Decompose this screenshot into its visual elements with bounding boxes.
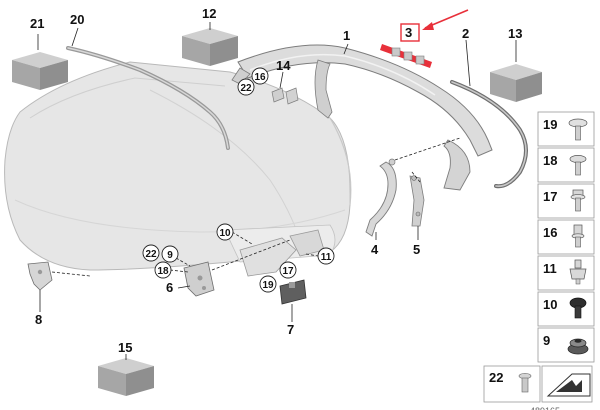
- threaded-stud-icon: [571, 224, 585, 248]
- svg-text:10: 10: [219, 228, 231, 239]
- clip-nut-icon: [569, 259, 587, 285]
- sidebar-number: 16: [543, 225, 557, 240]
- part-14-clips: [271, 87, 299, 105]
- legend-number: 22: [489, 370, 503, 385]
- hex-bolt-icon: [570, 189, 586, 212]
- sidebar-number: 11: [543, 261, 557, 276]
- box-part-12: [182, 28, 238, 66]
- svg-text:11: 11: [321, 252, 332, 263]
- part-5-bracket: [409, 175, 425, 227]
- callout-13: 13: [508, 26, 522, 41]
- circled-callout-22b: 22: [142, 244, 160, 262]
- rear-pillar-bracket: [443, 139, 471, 191]
- circled-callouts: 22 16 10 11 22 9 18 17: [142, 67, 335, 293]
- callout-4: 4: [371, 242, 379, 257]
- box-part-21: [12, 52, 68, 90]
- sidebar-number: 9: [543, 333, 550, 348]
- sidebar-cell-17: 17: [537, 183, 595, 219]
- side-seal-strip: [450, 80, 528, 189]
- svg-text:18: 18: [157, 266, 169, 277]
- sidebar-cell-11: 11: [537, 255, 595, 291]
- sidebar-number: 10: [543, 297, 557, 312]
- callout-14: 14: [276, 58, 291, 73]
- callout-3-boxed: 3: [400, 23, 420, 42]
- circled-callout-10: 10: [216, 223, 234, 241]
- pin-icon: [518, 373, 532, 393]
- legend-panel: 22: [483, 365, 593, 403]
- circled-callout-16a: 16: [251, 67, 269, 85]
- sidebar-number: 19: [543, 117, 557, 132]
- expansion-rivet-icon: [569, 297, 587, 319]
- callout-15: 15: [118, 340, 132, 355]
- front-bow-frame: [231, 44, 493, 157]
- callout-20: 20: [70, 12, 84, 27]
- sidebar-number: 18: [543, 153, 557, 168]
- circled-callout-18: 18: [154, 261, 172, 279]
- callout-2: 2: [462, 26, 469, 41]
- circled-callout-11: 11: [317, 247, 335, 265]
- diagram-code: 489165: [530, 406, 560, 410]
- sidebar-cell-16: 16: [537, 219, 595, 255]
- svg-text:9: 9: [167, 250, 173, 261]
- sidebar-number: 17: [543, 189, 557, 204]
- fastener-sidebar: 19 18 17 16 11: [537, 111, 595, 363]
- svg-text:3: 3: [405, 25, 412, 40]
- callout-5: 5: [413, 242, 420, 257]
- callout-1: 1: [343, 28, 350, 43]
- grommet-icon: [567, 338, 589, 355]
- sidebar-cell-19: 19: [537, 111, 595, 147]
- part-6-hinge: [183, 261, 215, 297]
- sheet-arrow-icon: [546, 373, 591, 397]
- svg-text:17: 17: [282, 266, 294, 277]
- callout-21: 21: [30, 16, 44, 31]
- part-4-arm: [365, 158, 397, 237]
- callout-6: 6: [166, 280, 173, 295]
- part-8-latch: [27, 261, 53, 291]
- callout-12: 12: [202, 6, 216, 21]
- sidebar-cell-18: 18: [537, 147, 595, 183]
- circled-callout-19: 19: [259, 275, 277, 293]
- callout-8: 8: [35, 312, 42, 327]
- circled-callout-9: 9: [161, 245, 179, 263]
- callout-7: 7: [287, 322, 294, 337]
- svg-text:19: 19: [262, 280, 274, 291]
- circled-callout-22a: 22: [237, 78, 255, 96]
- svg-text:16: 16: [254, 72, 266, 83]
- rear-linkage: [239, 229, 325, 277]
- sidebar-cell-10: 10: [537, 291, 595, 327]
- sidebar-cell-9: 9: [537, 327, 595, 363]
- circled-callout-17: 17: [279, 261, 297, 279]
- highlighted-seal-part: [380, 44, 432, 68]
- svg-text:22: 22: [240, 83, 252, 94]
- part-7-mount-plate: [279, 279, 307, 305]
- box-part-15: [98, 358, 154, 396]
- screw-flange-icon: [568, 118, 588, 141]
- roof-seal-strip: [66, 46, 230, 150]
- red-pointer-arrow: [422, 9, 469, 30]
- svg-text:22: 22: [145, 249, 157, 260]
- screw-washer-icon: [569, 155, 587, 176]
- callout-labels: 21 20 12 1 2 13 14 4 5 6 7 8 15: [30, 6, 522, 355]
- box-part-13: [490, 64, 542, 102]
